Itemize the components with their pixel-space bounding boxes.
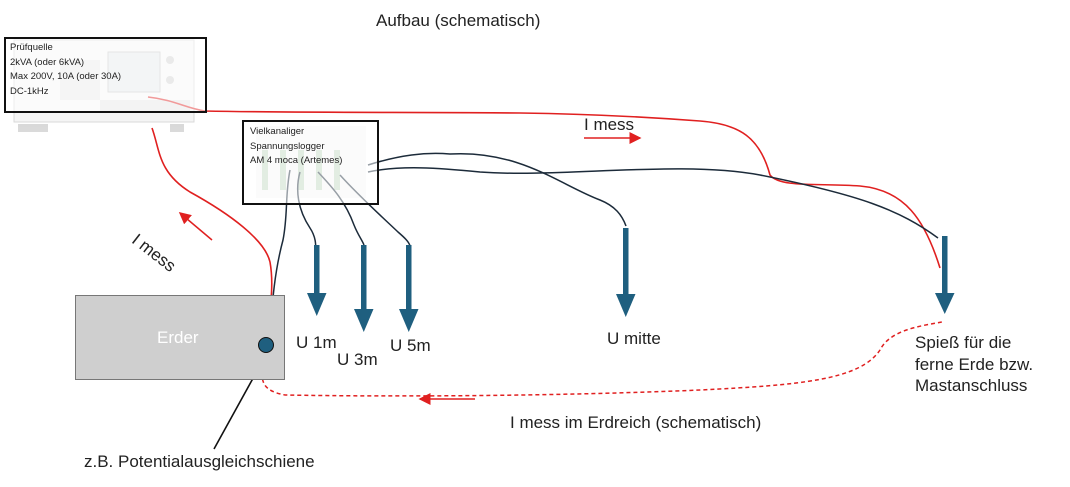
busbar-label: z.B. Potentialausgleichschiene: [84, 452, 315, 471]
logger-text: Vielkanaliger Spannungslogger AM 4 moca …: [250, 125, 342, 169]
probe-label-3m: U 3m: [337, 350, 378, 369]
test-source-line: DC-1kHz: [10, 85, 49, 97]
test-source-box: [4, 37, 207, 113]
busbar-connection-point: [258, 337, 274, 353]
probe-3m: [354, 245, 374, 332]
remote-earth-line: ferne Erde bzw.: [915, 354, 1034, 374]
erder-label: Erder: [157, 328, 199, 347]
ground-current-path: [261, 321, 943, 397]
probe-mid: [616, 228, 636, 317]
current-label-ground: I mess im Erdreich (schematisch): [510, 413, 762, 432]
logger-line: AM 4 moca (Artemes): [250, 155, 343, 166]
remote-earth-line: Spieß für die: [915, 333, 1012, 352]
current-label-top: I mess: [584, 115, 635, 134]
logger-line: Spannungslogger: [250, 140, 325, 152]
diagram-title: Aufbau (schematisch): [376, 11, 541, 30]
probe-5m: [399, 245, 419, 332]
probe-label-mid: U mitte: [607, 329, 661, 348]
probe-label-1m: U 1m: [296, 333, 337, 352]
erder-block: Erder: [75, 295, 285, 380]
remote-earth-line: Mastanschluss: [915, 376, 1028, 395]
test-source-text: Prüfquelle 2kVA (oder 6kVA) Max 200V, 10…: [10, 41, 121, 99]
current-arrow-left: [178, 212, 213, 241]
probe-1m: [307, 245, 327, 316]
probe-remote: [935, 236, 955, 314]
current-wire-top: [147, 96, 941, 269]
logger-box: [242, 120, 379, 205]
probe-label-5m: U 5m: [390, 336, 431, 355]
test-source-line: Max 200V, 10A (oder 30A): [10, 71, 122, 82]
logger-line: Vielkanaliger: [250, 126, 305, 137]
test-source-line: 2kVA (oder 6kVA): [10, 56, 85, 68]
remote-earth-label: Spieß für die ferne Erde bzw. Mastanschl…: [915, 332, 1033, 397]
test-source-line: Prüfquelle: [10, 42, 53, 53]
